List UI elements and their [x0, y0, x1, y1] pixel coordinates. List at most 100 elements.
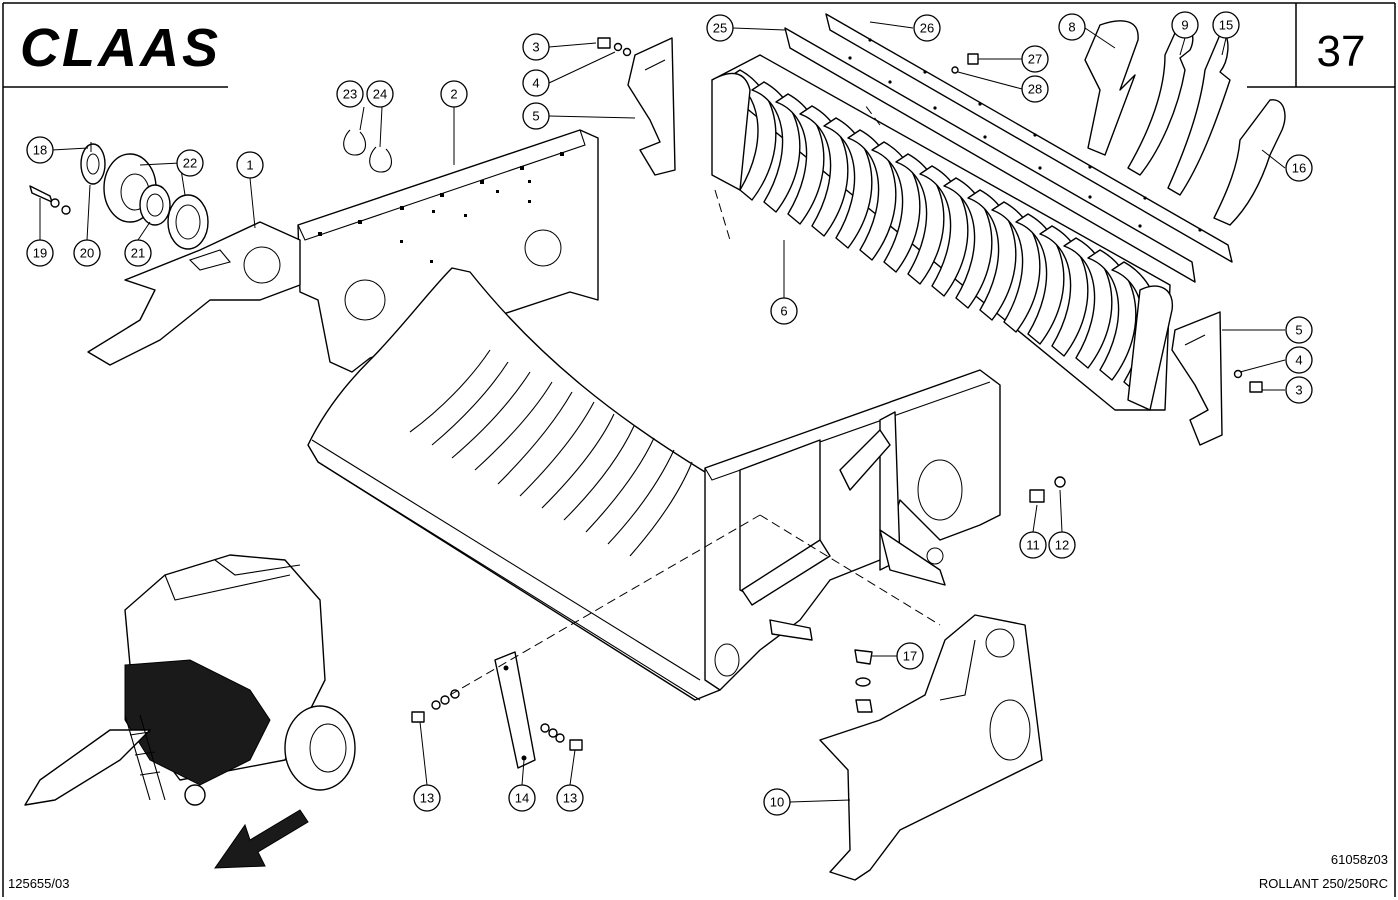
callout-6: 6: [770, 297, 798, 325]
part-14-strap: [494, 651, 536, 769]
part-19-bolt: [29, 185, 53, 203]
callout-17: 17: [896, 642, 924, 670]
part-10-guard: [819, 614, 1043, 881]
callout-13b: 13: [556, 784, 584, 812]
svg-text:24: 24: [373, 87, 387, 102]
part-11-bolt: [1029, 489, 1045, 503]
callout-25: 25: [706, 14, 734, 42]
callout-4: 4: [522, 69, 550, 97]
svg-text:10: 10: [770, 795, 784, 810]
callout-5: 5: [522, 102, 550, 130]
svg-text:28: 28: [1028, 82, 1042, 97]
callout-18: 18: [26, 136, 54, 164]
part-1-drive-cover: [87, 221, 301, 366]
svg-text:1: 1: [246, 158, 253, 173]
part-6-tine-comb: [711, 54, 1174, 411]
svg-text:9: 9: [1181, 18, 1188, 33]
callout-3: 3: [522, 33, 550, 61]
callout-24: 24: [366, 80, 394, 108]
callout-5b: 5: [1285, 316, 1313, 344]
svg-text:22: 22: [183, 156, 197, 171]
right-side-frame: [704, 369, 1001, 691]
brand-logo: CLAAS: [20, 18, 221, 78]
part-15-blade: [1167, 29, 1231, 196]
svg-text:23: 23: [343, 87, 357, 102]
svg-text:21: 21: [131, 246, 145, 261]
svg-text:27: 27: [1028, 52, 1042, 67]
callout-3b: 3: [1285, 376, 1313, 404]
tine-blades: [1084, 20, 1286, 226]
doc-number: 125655/03: [8, 876, 69, 891]
callout-2: 2: [440, 80, 468, 108]
svg-text:5: 5: [1295, 323, 1302, 338]
callout-12: 12: [1048, 531, 1076, 559]
callout-10: 10: [763, 788, 791, 816]
model-label: ROLLANT 250/250RC: [1259, 876, 1388, 891]
svg-text:18: 18: [33, 143, 47, 158]
svg-text:19: 19: [33, 246, 47, 261]
callout-15: 15: [1212, 11, 1240, 39]
callout-11: 11: [1019, 531, 1047, 559]
callout-4b: 4: [1285, 346, 1313, 374]
floor-slots: [409, 349, 693, 557]
part-17-bolt: [854, 649, 873, 665]
svg-text:2: 2: [450, 87, 457, 102]
part-23-circlip: [343, 129, 366, 156]
callout-16: 16: [1285, 154, 1313, 182]
hardware: [411, 37, 1263, 751]
callout-21: 21: [124, 239, 152, 267]
part-12-washer: [1054, 476, 1066, 488]
part-5-bracket-bottom: [1171, 311, 1223, 446]
leader-lines: [39, 21, 1286, 803]
part-5-bracket-top: [627, 37, 676, 176]
svg-text:25: 25: [713, 21, 727, 36]
drawing-id: 61058z03: [1331, 852, 1388, 867]
callout-14: 14: [508, 784, 536, 812]
part-25-26-strips: [784, 13, 1233, 283]
svg-text:13: 13: [563, 791, 577, 806]
svg-text:13: 13: [420, 791, 434, 806]
svg-text:5: 5: [532, 109, 539, 124]
svg-text:14: 14: [515, 791, 529, 806]
part-8-blade: [1084, 20, 1139, 156]
callout-8: 8: [1058, 13, 1086, 41]
svg-text:11: 11: [1026, 538, 1040, 553]
baler-overview-inset: [24, 554, 356, 806]
callout-27: 27: [1021, 45, 1049, 73]
part-16-blade: [1213, 99, 1286, 226]
part-25-strip: [784, 27, 1196, 283]
callout-28: 28: [1021, 75, 1049, 103]
svg-text:20: 20: [80, 246, 94, 261]
footer: 125655/03 61058z03 ROLLANT 250/250RC: [8, 852, 1388, 891]
callout-1: 1: [236, 151, 264, 179]
assembly-lines: [449, 104, 941, 696]
part-9-blade: [1127, 21, 1194, 176]
callout-13: 13: [413, 784, 441, 812]
circlips: [343, 129, 392, 173]
svg-text:26: 26: [920, 21, 934, 36]
callout-9: 9: [1171, 11, 1199, 39]
bearing-assembly: [29, 142, 209, 250]
callout-26: 26: [913, 14, 941, 42]
svg-text:12: 12: [1055, 538, 1069, 553]
svg-text:8: 8: [1068, 20, 1075, 35]
callout-19: 19: [26, 239, 54, 267]
svg-text:3: 3: [1295, 383, 1302, 398]
callout-23: 23: [336, 80, 364, 108]
part-26-strip: [825, 13, 1233, 263]
travel-direction-arrow: [214, 809, 309, 869]
part-24-circlip: [369, 146, 392, 173]
callout-22: 22: [176, 149, 204, 177]
svg-text:15: 15: [1219, 18, 1233, 33]
part-2-left-side-plate: [297, 129, 599, 373]
page-number: 37: [1317, 27, 1366, 76]
svg-text:4: 4: [1295, 353, 1302, 368]
svg-text:4: 4: [532, 76, 539, 91]
svg-text:16: 16: [1292, 161, 1306, 176]
svg-text:6: 6: [780, 304, 787, 319]
svg-text:17: 17: [903, 649, 917, 664]
svg-text:3: 3: [532, 40, 539, 55]
callout-20: 20: [73, 239, 101, 267]
